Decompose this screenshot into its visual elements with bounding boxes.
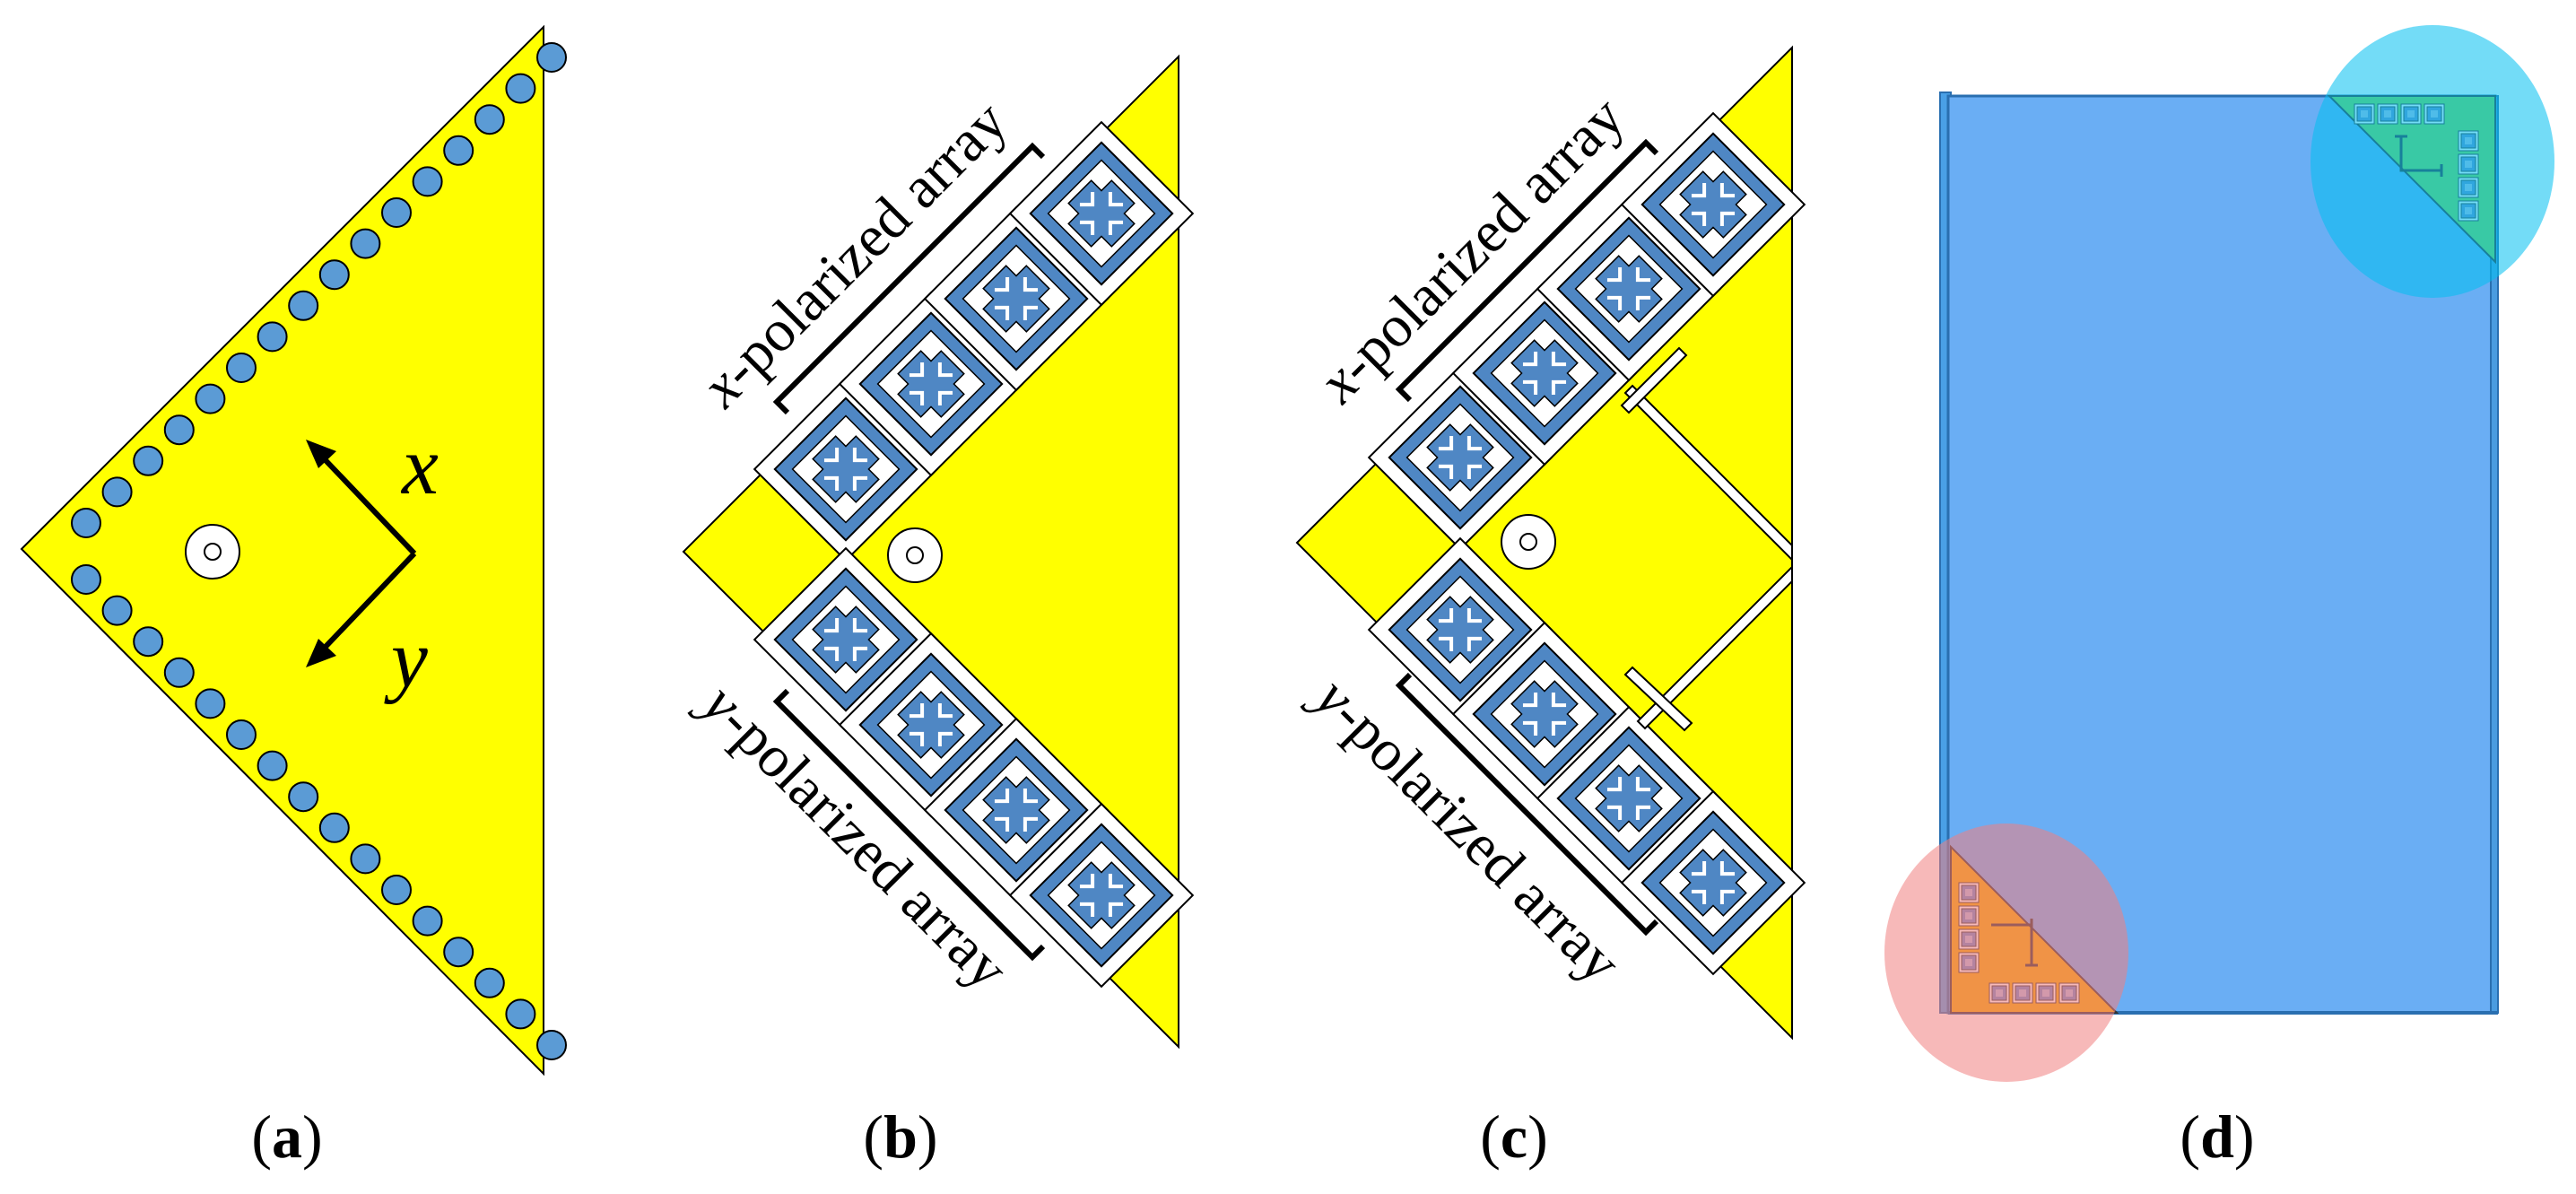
via-hole (381, 197, 412, 228)
coordinate-axes (320, 455, 417, 652)
via-row (71, 42, 567, 1060)
panel-d (1884, 25, 2554, 1082)
via-hole (474, 967, 505, 998)
y-arrowhead-icon (306, 639, 336, 667)
via-hole (226, 353, 257, 383)
via-hole (318, 812, 350, 843)
feed-port-icon (887, 527, 943, 583)
via-hole (443, 135, 474, 166)
caption-d: (d) (2180, 1102, 2254, 1171)
via-hole (288, 290, 319, 321)
via-hole (536, 42, 567, 73)
y-array-bracket (1395, 672, 1659, 937)
via-hole (257, 321, 288, 353)
via-hole (350, 843, 381, 875)
via-hole (412, 166, 443, 197)
panel-c: x-polarized array y-polarized array (1295, 45, 1805, 1041)
panel-b: x-polarized array y-polarized array (682, 54, 1193, 1050)
via-hole (226, 719, 257, 750)
via-hole (133, 626, 164, 658)
panel-a: x y (20, 24, 567, 1076)
via-hole (163, 414, 195, 446)
via-hole (505, 998, 536, 1030)
x-array-bracket (1395, 138, 1659, 403)
via-hole (474, 104, 505, 135)
x-array-bracket (772, 142, 1046, 415)
via-hole (163, 657, 195, 688)
via-hole (195, 383, 226, 414)
via-hole (412, 905, 443, 937)
via-hole (101, 476, 133, 508)
via-hole (71, 564, 101, 595)
via-hole (318, 259, 350, 291)
y-axis-label: y (384, 613, 428, 704)
y-array-bracket (772, 688, 1046, 962)
antenna-bottom-left (1884, 824, 2128, 1082)
via-hole (257, 750, 288, 781)
caption-c: (c) (1480, 1102, 1548, 1171)
t-slot-lower (1623, 564, 1793, 732)
highlight-circle-top (2311, 25, 2554, 298)
caption-b: (b) (863, 1102, 937, 1171)
via-hole (536, 1030, 567, 1060)
triangular-substrate (20, 24, 544, 1076)
highlight-circle-bottom (1884, 824, 2128, 1082)
x-axis-label: x (400, 420, 439, 511)
antenna-top-right (2311, 25, 2554, 298)
via-hole (350, 228, 381, 259)
caption-a: (a) (251, 1102, 322, 1171)
via-hole (71, 508, 101, 538)
feed-port-icon (1501, 514, 1556, 570)
x-arrowhead-icon (306, 440, 336, 468)
via-hole (101, 595, 133, 626)
via-hole (288, 781, 319, 813)
via-hole (443, 937, 474, 968)
feed-port-icon (185, 524, 240, 580)
via-hole (195, 688, 226, 719)
via-hole (133, 445, 164, 476)
via-hole (381, 875, 412, 905)
t-slot-upper (1620, 346, 1793, 562)
captions: (a) (b) (c) (d) (251, 1102, 2254, 1171)
via-hole (505, 73, 536, 104)
